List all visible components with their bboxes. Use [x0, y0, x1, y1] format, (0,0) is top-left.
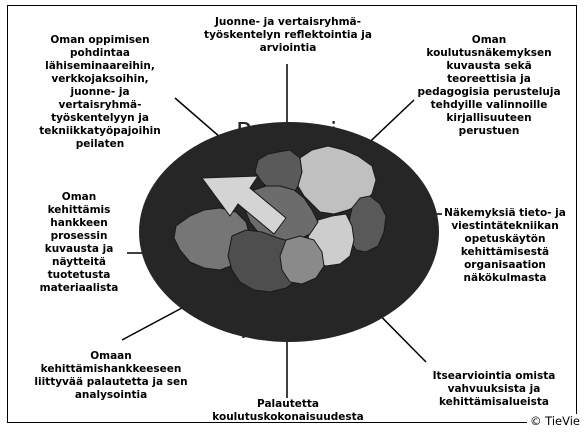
label-bottom-right: Itsearviointia omista vahvuuksista ja ke… [432, 370, 556, 408]
center-title-bottom: portfolio [240, 310, 345, 339]
piece-bottom-right [279, 235, 325, 285]
diagram-frame [7, 5, 577, 423]
label-right: Näkemyksiä tieto- ja viestintätekniikan … [444, 207, 566, 284]
copyright-credit: © TieVie [527, 414, 580, 428]
center-title-top: Prosessi- [236, 117, 347, 146]
label-bottom: Palautetta koulutuskokonaisuudesta [212, 398, 364, 423]
label-left: Oman kehittämis hankkeen prosessin kuvau… [39, 191, 119, 294]
direction-arrow [201, 175, 287, 235]
label-top: Juonne- ja vertaisryhmä- työskentelyn re… [204, 16, 372, 54]
label-bottom-left: Omaan kehittämishankkeeseen liittyvää pa… [34, 350, 188, 401]
label-top-left: Oman oppimisen pohdintaa lähiseminaareih… [39, 34, 161, 150]
label-top-right: Oman koulutusnäkemyksen kuvausta sekä te… [417, 34, 561, 137]
